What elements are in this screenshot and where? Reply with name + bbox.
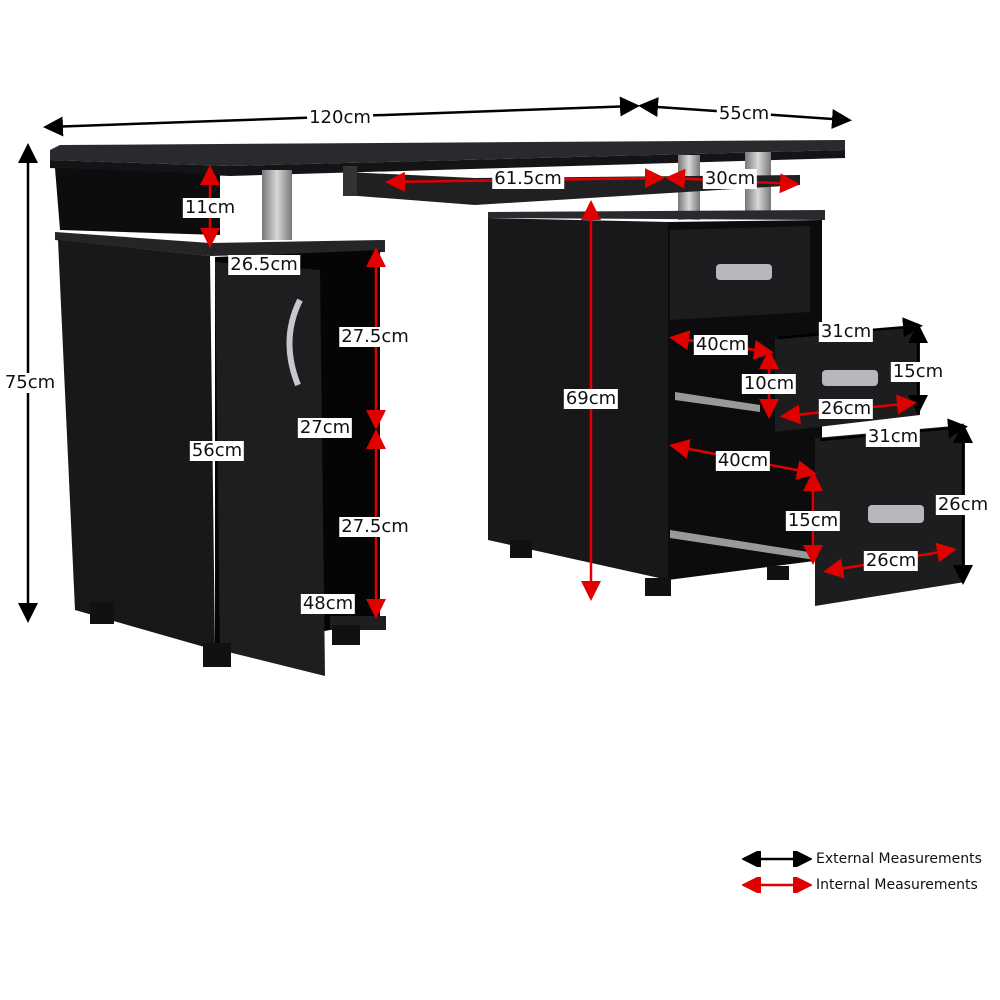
drawer3-height-label: 26cm [935,494,991,515]
metal-leg [262,170,292,240]
drawer-handle [716,264,772,280]
cabinet-depth-label: 26.5cm [228,254,300,275]
drawer2-inner-height-label: 10cm [741,373,797,394]
right-pedestal [488,210,965,606]
desktop [50,140,845,235]
drawer3-inner-width-label: 26cm [863,550,919,571]
cabinet-width-label: 27cm [297,417,353,438]
drawer2-depth-label: 40cm [693,334,749,355]
drawer-handle [822,370,878,386]
left-cabinet [55,232,386,676]
desk-depth-label: 55cm [716,103,772,124]
black-double-arrow-icon [742,851,812,867]
drawer2-height-label: 15cm [890,361,946,382]
top-shelf-gap-label: 11cm [182,197,238,218]
drawer-handle [868,505,924,523]
desk-height-label: 75cm [2,372,58,393]
drawer2-inner-width-label: 26cm [818,398,874,419]
cabinet-inner-depth-label: 48cm [300,593,356,614]
legroom-height-label: 69cm [563,388,619,409]
cabinet-height-label: 56cm [189,440,245,461]
legend-external: External Measurements [742,851,982,867]
legend-internal: Internal Measurements [742,877,978,893]
drawer2-width-label: 31cm [818,321,874,342]
desk-width-label: 120cm [307,107,373,128]
drawer3-inner-height-label: 15cm [785,510,841,531]
drawer3-depth-label: 40cm [715,450,771,471]
cabinet-lower-shelf-label: 27.5cm [339,516,411,537]
legend-internal-label: Internal Measurements [816,877,978,893]
keyboard-tray-depth-label: 30cm [702,168,758,189]
red-double-arrow-icon [742,877,812,893]
legend-external-label: External Measurements [816,851,982,867]
cabinet-upper-shelf-label: 27.5cm [339,326,411,347]
keyboard-tray-width-label: 61.5cm [492,168,564,189]
drawer3-width-label: 31cm [865,426,921,447]
